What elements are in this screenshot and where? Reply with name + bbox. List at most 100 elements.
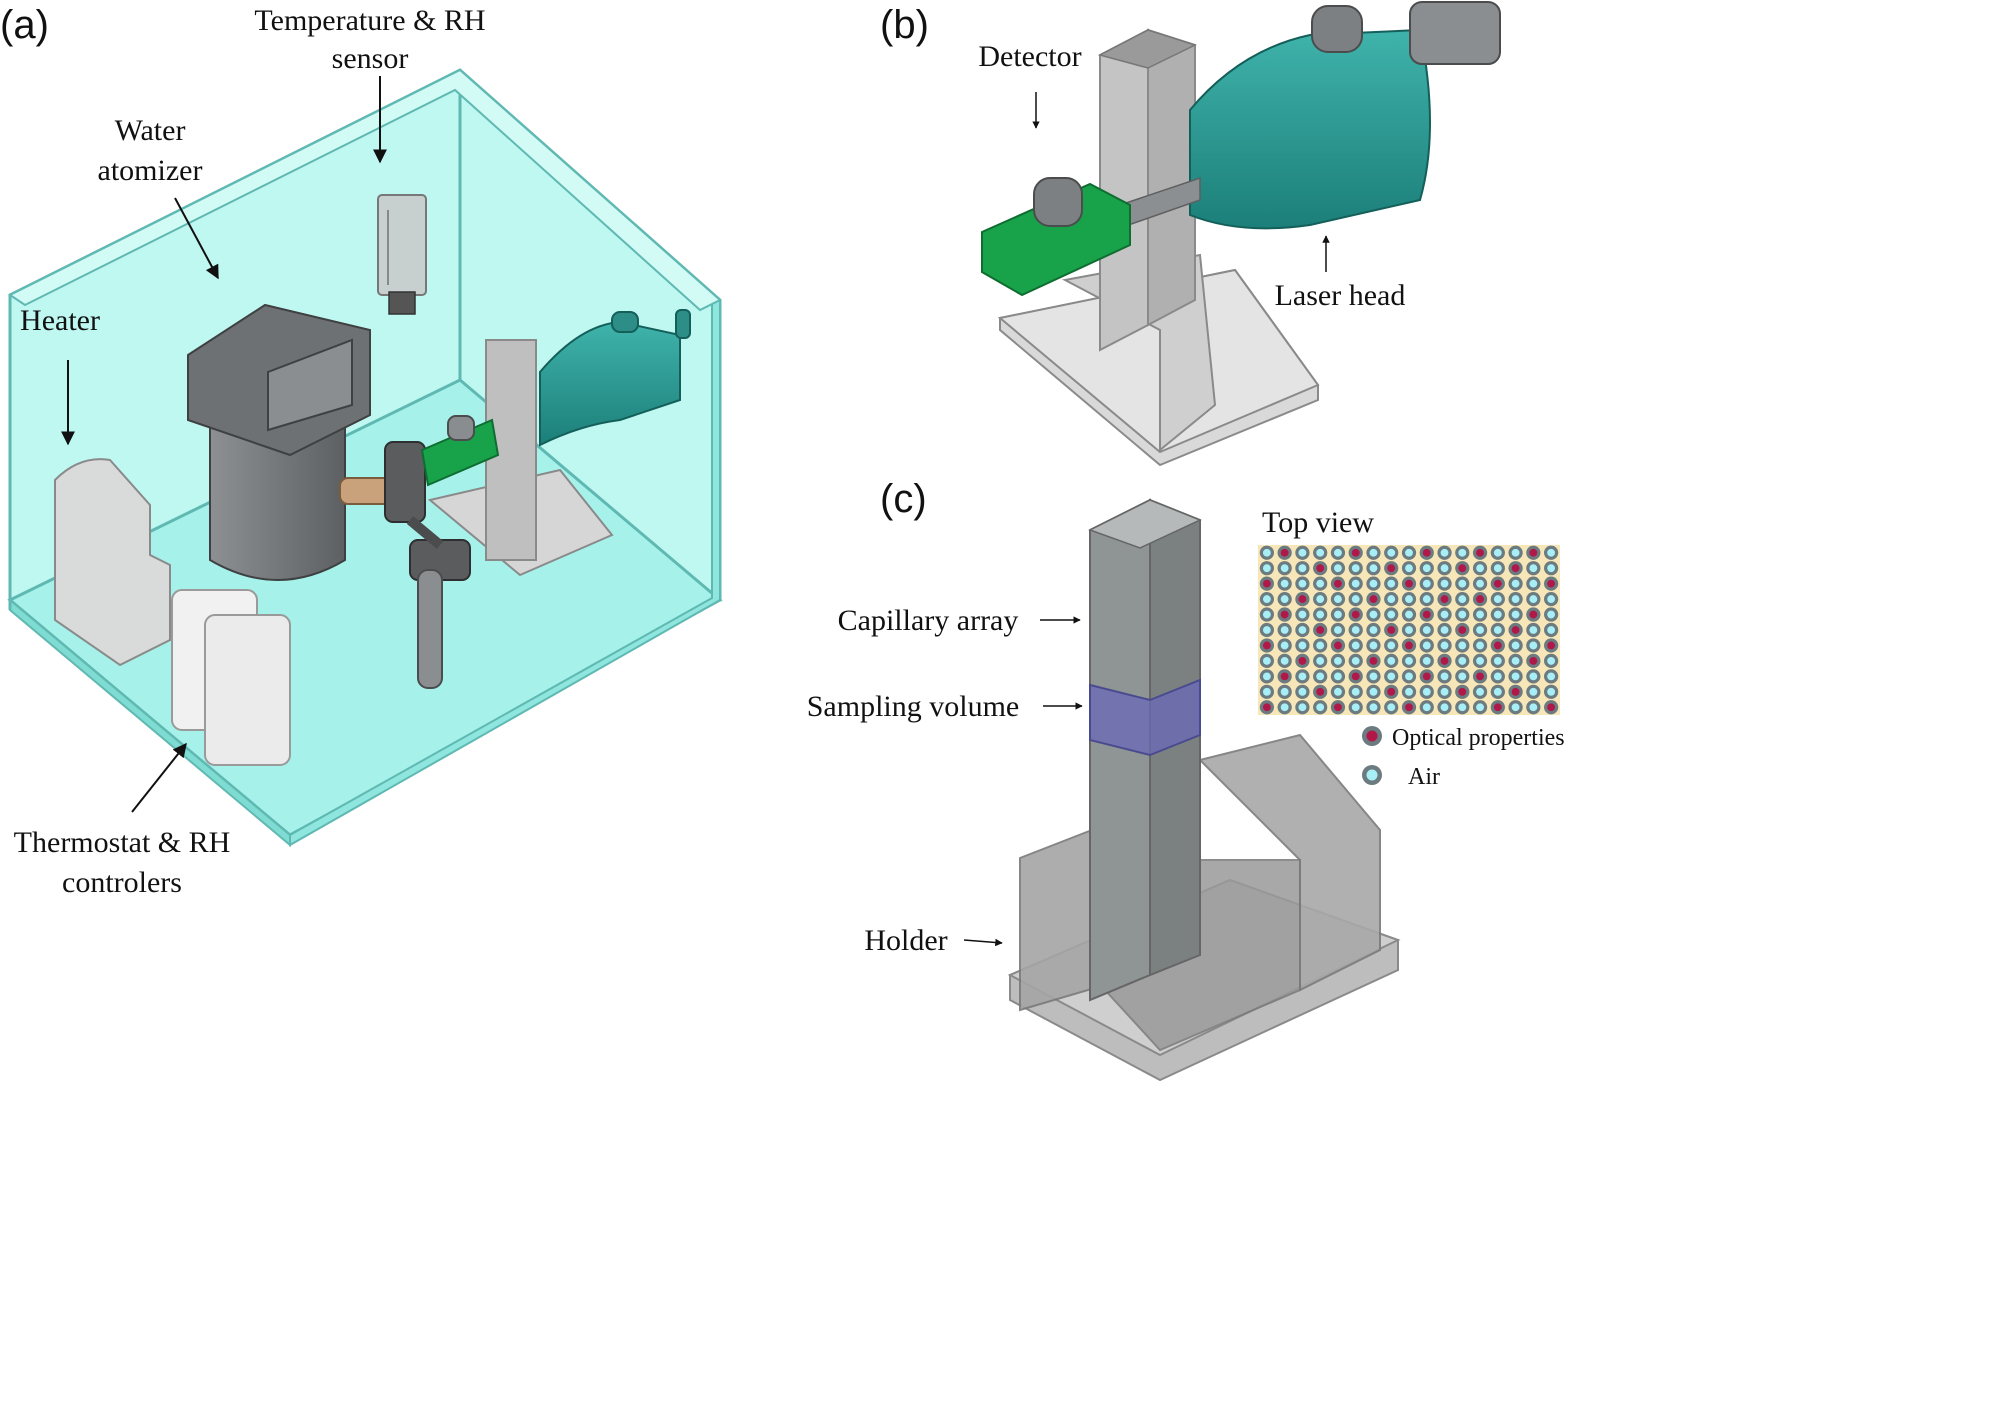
capillary-air-cell <box>1334 656 1342 665</box>
arrow-holder <box>963 938 1003 947</box>
capillary-air-cell <box>1476 641 1484 650</box>
capillary-optical-cell <box>1351 610 1360 619</box>
atomizer-cylinder <box>209 419 346 581</box>
capillary-optical-cell <box>1422 548 1431 557</box>
capillary-optical-cell <box>1529 548 1538 557</box>
panel-c: (c) Capillary array Sampling volume Hold… <box>807 477 1565 1082</box>
label-heater: Heater <box>20 304 100 337</box>
capillary-air-cell <box>1334 548 1342 557</box>
capillary-air-cell <box>1334 595 1342 604</box>
capillary-air-cell <box>1369 626 1378 634</box>
capillary-air-cell <box>1316 703 1325 712</box>
capillary-air-cell <box>1262 595 1271 604</box>
capillary-air-cell <box>1547 672 1556 681</box>
b-capillary-front <box>1099 28 1149 352</box>
capillary-air-cell <box>1493 548 1502 557</box>
capillary-air-cell <box>1262 672 1271 681</box>
capillary-air-cell <box>1334 564 1342 573</box>
capillary-air-cell <box>1405 687 1413 696</box>
capillary-optical-cell <box>1440 595 1449 604</box>
vertical-pipe <box>417 569 443 689</box>
capillary-air-cell <box>1387 548 1396 557</box>
capillary-air-cell <box>1529 626 1538 634</box>
label-sensor-line2: sensor <box>332 42 409 75</box>
legend-air-label: Air <box>1408 764 1440 790</box>
sensor-body <box>377 194 427 296</box>
capillary-optical-cell <box>1405 703 1413 712</box>
capillary-air-cell <box>1458 579 1467 588</box>
capillary-air-cell <box>1529 579 1538 588</box>
capillary-optical-cell <box>1262 703 1271 712</box>
capillary-air-cell <box>1387 595 1396 604</box>
label-atomizer-line2: atomizer <box>98 154 203 187</box>
capillary-air-cell <box>1351 626 1360 634</box>
arrow-atomizer <box>174 197 219 280</box>
b-detector-knob <box>1033 177 1083 227</box>
capillary-optical-cell <box>1387 564 1396 573</box>
capillary-air-cell <box>1351 579 1360 588</box>
legend-optical-dot <box>1366 730 1378 742</box>
capillary-air-cell <box>1334 610 1342 619</box>
capillary-optical-cell <box>1476 672 1484 681</box>
capillary-air-cell <box>1458 610 1467 619</box>
capillary-air-cell <box>1405 595 1413 604</box>
capillary-air-cell <box>1351 656 1360 665</box>
capillary-air-cell <box>1476 564 1484 573</box>
capillary-air-cell <box>1511 672 1520 681</box>
capillary-air-cell <box>1422 656 1431 665</box>
c-capillary-top <box>1088 499 1202 549</box>
capillary-air-cell <box>1476 610 1484 619</box>
capillary-optical-cell <box>1547 703 1556 712</box>
capillary-optical-cell <box>1405 641 1413 650</box>
tubing-fittings <box>339 441 471 689</box>
capillary-optical-cell <box>1529 610 1538 619</box>
capillary-optical-cell <box>1493 641 1502 650</box>
capillary-air-cell <box>1351 641 1360 650</box>
capillary-air-cell <box>1262 564 1271 573</box>
capillary-optical-cell <box>1334 641 1342 650</box>
capillary-air-cell <box>1511 703 1520 712</box>
capillary-optical-cell <box>1405 579 1413 588</box>
capillary-optical-cell <box>1476 548 1484 557</box>
capillary-air-cell <box>1547 656 1556 665</box>
capillary-air-cell <box>1458 548 1467 557</box>
capillary-air-cell <box>1298 703 1307 712</box>
capillary-air-cell <box>1351 687 1360 696</box>
legend-item-optical: Optical properties <box>1362 725 1565 751</box>
capillary-air-cell <box>1493 564 1502 573</box>
panel-a: (a) <box>0 3 723 899</box>
capillary-optical-cell <box>1547 641 1556 650</box>
b-capillary-side <box>1147 28 1196 327</box>
b-detector-body <box>981 182 1131 297</box>
capillary-air-cell <box>1262 610 1271 619</box>
capillary-air-cell <box>1369 610 1378 619</box>
capillary-air-cell <box>1476 579 1484 588</box>
water-atomizer <box>187 303 371 581</box>
top-view-legend: Optical properties Air <box>1362 725 1565 790</box>
capillary-optical-cell <box>1422 610 1431 619</box>
capillary-air-cell <box>1511 595 1520 604</box>
label-atomizer-line1: Water <box>115 114 186 147</box>
c-sampling-volume <box>1089 678 1201 757</box>
capillary-air-cell <box>1493 687 1502 696</box>
capillary-air-cell <box>1262 656 1271 665</box>
capillary-air-cell <box>1458 703 1467 712</box>
capillary-air-cell <box>1316 595 1325 604</box>
capillary-air-cell <box>1529 672 1538 681</box>
capillary-air-cell <box>1351 703 1360 712</box>
capillary-air-cell <box>1440 579 1449 588</box>
capillary-optical-cell <box>1476 595 1484 604</box>
capillary-air-cell <box>1405 672 1413 681</box>
capillary-air-cell <box>1529 564 1538 573</box>
capillary-air-cell <box>1298 564 1307 573</box>
capillary-air-cell <box>1334 626 1342 634</box>
b-laser-shaft <box>1409 1 1501 65</box>
controller-front <box>204 614 291 766</box>
capillary-air-cell <box>1387 579 1396 588</box>
heater <box>54 458 171 667</box>
capillary-optical-cell <box>1511 564 1520 573</box>
b-laser-body <box>1189 28 1431 230</box>
capillary-optical-cell <box>1351 672 1360 681</box>
capillary-air-cell <box>1298 626 1307 634</box>
